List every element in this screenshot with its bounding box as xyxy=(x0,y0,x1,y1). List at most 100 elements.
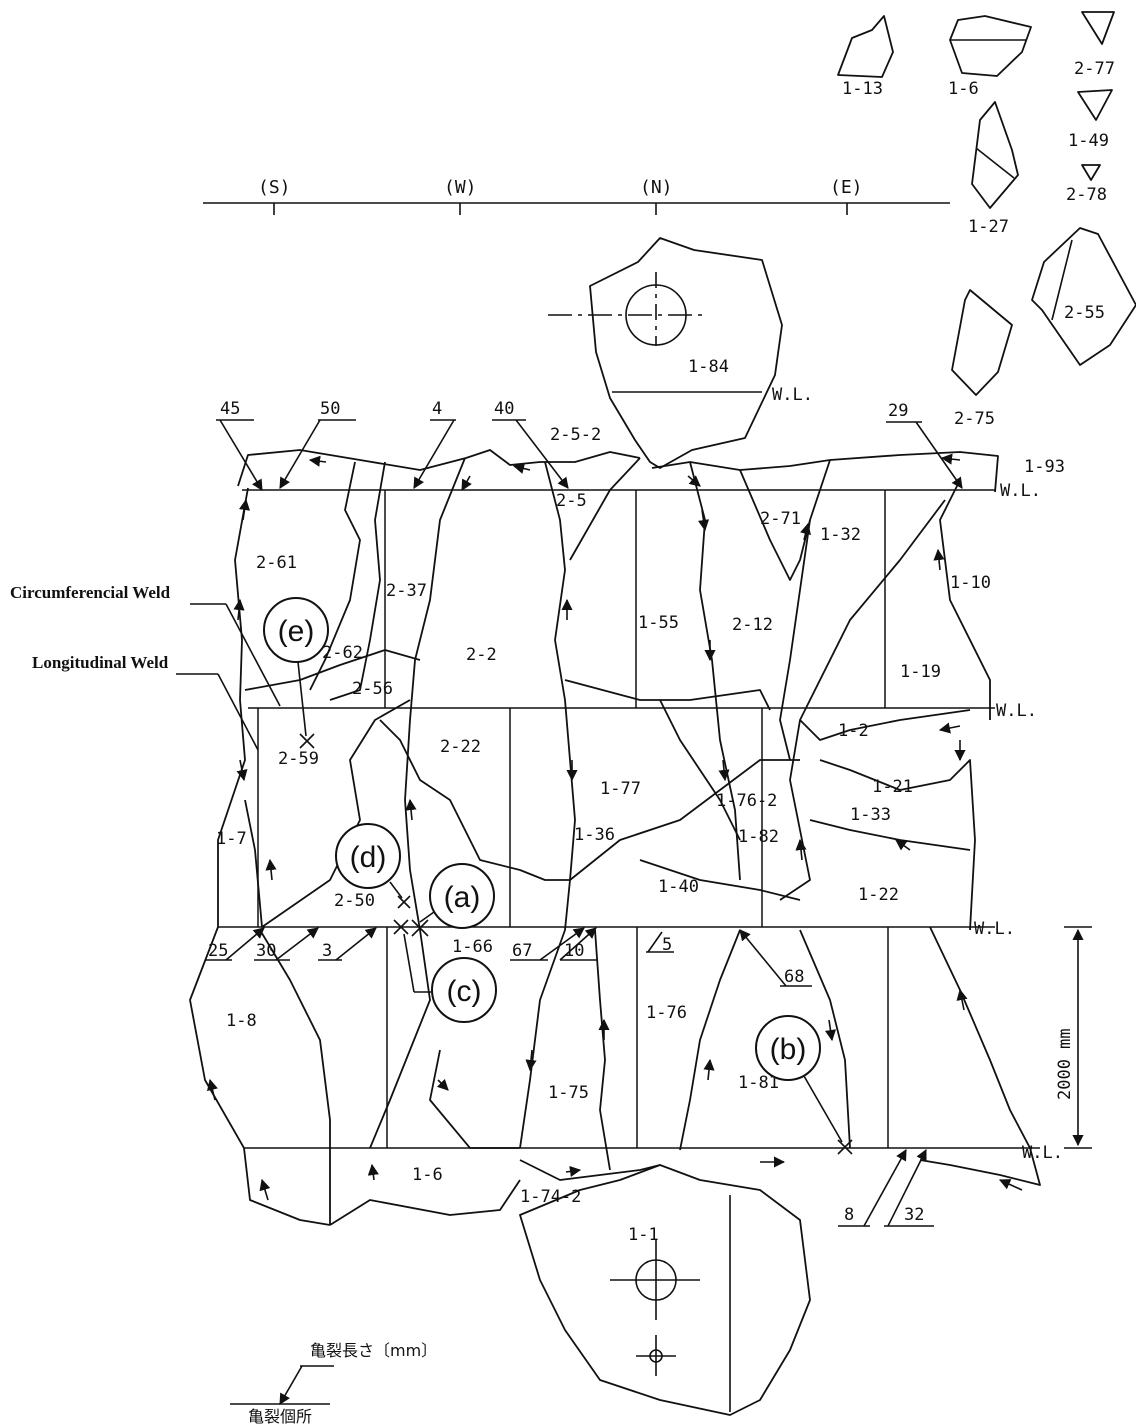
fragment-label: 2-12 xyxy=(732,615,773,635)
fragment-label: 1-36 xyxy=(574,825,615,845)
marker-b-x xyxy=(837,1139,853,1155)
loose-fragment-1-6-outline xyxy=(949,15,1032,77)
fragment-label: 1-21 xyxy=(872,777,913,797)
water-line-label-1: W.L. xyxy=(1000,481,1041,501)
fragment-label: 1-76-2 xyxy=(716,791,777,811)
compass-north: (N) xyxy=(640,177,673,198)
loose-fragment-2-75-outline xyxy=(951,289,1013,396)
water-line-label-top: W.L. xyxy=(772,385,813,405)
fragment-label: 1-19 xyxy=(900,662,941,682)
circumferential-weld-label: Circumferencial Weld xyxy=(10,583,171,602)
fragment-label: 2-71 xyxy=(760,509,801,529)
fragment-label: 1-7 xyxy=(216,829,247,849)
loose-fragment-2-75-label: 2-75 xyxy=(954,409,995,429)
hole-fragment-1-84-label: 1-84 xyxy=(688,357,729,377)
loose-fragment-1-27-outline xyxy=(971,101,1019,209)
fragment-label: 1-40 xyxy=(658,877,699,897)
marker-c-label: (c) xyxy=(447,975,482,1008)
fragment-label: 2-62 xyxy=(322,643,363,663)
fragment-label: 1-74-2 xyxy=(520,1187,581,1207)
fragment-label: 1-10 xyxy=(950,573,991,593)
crack-length-label: 30 xyxy=(256,941,276,961)
crack-length-label: 68 xyxy=(784,967,804,987)
hole-fragment-1-84: 1-84 W.L. xyxy=(548,237,813,469)
fragment-label: 1-2 xyxy=(838,721,869,741)
fragment-label: 2-56 xyxy=(352,679,393,699)
fragment-label: 2-37 xyxy=(386,581,427,601)
crack-length-label: 4 xyxy=(432,399,442,419)
loose-fragment-1-13-outline xyxy=(837,15,894,78)
fracture-origin-markers: (a) (b) (c) (d) (e) xyxy=(263,597,853,1155)
marker-b-label: (b) xyxy=(770,1033,807,1066)
crack-direction-arrows xyxy=(207,453,1023,1201)
loose-fragment-2-55-label: 2-55 xyxy=(1064,303,1105,323)
crack-length-label: 32 xyxy=(904,1205,924,1225)
fragment-labels: 2-5-2 2-5 1-93 2-61 2-37 2-62 2-56 2-2 1… xyxy=(216,425,1065,1207)
crack-paths xyxy=(189,449,1041,1226)
compass-south: (S) xyxy=(258,177,291,198)
fragment-label: 1-8 xyxy=(226,1011,257,1031)
crack-length-label: 5 xyxy=(662,935,672,955)
marker-a: (a) xyxy=(411,863,495,937)
fragment-label: 1-32 xyxy=(820,525,861,545)
legend-crack-location: 亀裂個所 xyxy=(248,1407,312,1424)
fragment-label: 1-22 xyxy=(858,885,899,905)
longitudinal-weld-label: Longitudinal Weld xyxy=(32,653,169,672)
crack-length-label: 3 xyxy=(322,941,332,961)
fragment-label: 2-50 xyxy=(334,891,375,911)
legend: 亀裂長さ〔mm〕 亀裂個所 xyxy=(230,1341,437,1424)
marker-e-label: (e) xyxy=(278,615,315,648)
fragment-label: 1-76 xyxy=(646,1003,687,1023)
scale-bar-label: 2000 mm xyxy=(1055,1028,1075,1100)
fragment-label: 2-61 xyxy=(256,553,297,573)
fragment-label: 1-55 xyxy=(638,613,679,633)
fragment-label: 2-22 xyxy=(440,737,481,757)
crack-length-label: 40 xyxy=(494,399,514,419)
compass-axis: (S) (W) (N) (E) xyxy=(203,177,950,215)
loose-fragment-1-49-outline xyxy=(1077,89,1113,121)
crack-length-label: 50 xyxy=(320,399,340,419)
marker-e-x xyxy=(299,733,315,749)
marker-d-label: (d) xyxy=(350,841,387,874)
marker-e: (e) xyxy=(263,597,329,749)
compass-west: (W) xyxy=(444,177,477,198)
weld-callouts: Circumferencial Weld Longitudinal Weld xyxy=(10,583,281,751)
fragment-label: 1-33 xyxy=(850,805,891,825)
fragment-label: 1-77 xyxy=(600,779,641,799)
loose-fragments: 1-13 1-6 2-77 1-49 2-78 1-27 2-55 2-75 xyxy=(837,11,1136,429)
marker-a-x xyxy=(411,919,429,937)
crack-length-label: 67 xyxy=(512,941,532,961)
scale-bar: 2000 mm xyxy=(1055,926,1092,1149)
loose-fragment-2-78-outline xyxy=(1081,164,1101,181)
fragment-label: 1-81 xyxy=(738,1073,779,1093)
fragment-label: 2-5 xyxy=(556,491,587,511)
crack-length-label: 25 xyxy=(208,941,228,961)
fragment-label: 1-75 xyxy=(548,1083,589,1103)
loose-fragment-1-49-label: 1-49 xyxy=(1068,131,1109,151)
loose-fragment-2-78-label: 2-78 xyxy=(1066,185,1107,205)
marker-c: (c) xyxy=(393,919,497,1023)
loose-fragment-2-55-outline xyxy=(1031,227,1136,366)
crack-length-label: 45 xyxy=(220,399,240,419)
marker-d: (d) xyxy=(335,823,411,909)
marker-c-x xyxy=(393,919,409,935)
fragment-label: 1-82 xyxy=(738,827,779,847)
loose-fragment-2-77-label: 2-77 xyxy=(1074,59,1115,79)
marker-b: (b) xyxy=(755,1015,853,1155)
loose-fragment-2-77-outline xyxy=(1081,11,1115,45)
water-line-label-2: W.L. xyxy=(996,701,1037,721)
fragment-label: 1-66 xyxy=(452,937,493,957)
weld-grid xyxy=(218,489,1040,1149)
loose-fragment-1-27-label: 1-27 xyxy=(968,217,1009,237)
hole-fragment-1-1-label: 1-1 xyxy=(628,1225,659,1245)
legend-crack-length: 亀裂長さ〔mm〕 xyxy=(310,1341,437,1360)
fragment-label: 1-6 xyxy=(412,1165,443,1185)
hole-fragment-1-1: 1-1 xyxy=(519,1164,811,1416)
fragment-label: 2-2 xyxy=(466,645,497,665)
loose-fragment-1-6-label: 1-6 xyxy=(948,79,979,99)
marker-d-x xyxy=(397,895,411,909)
fragment-label: 2-59 xyxy=(278,749,319,769)
loose-fragment-1-13-label: 1-13 xyxy=(842,79,883,99)
fragment-label: 2-5-2 xyxy=(550,425,601,445)
